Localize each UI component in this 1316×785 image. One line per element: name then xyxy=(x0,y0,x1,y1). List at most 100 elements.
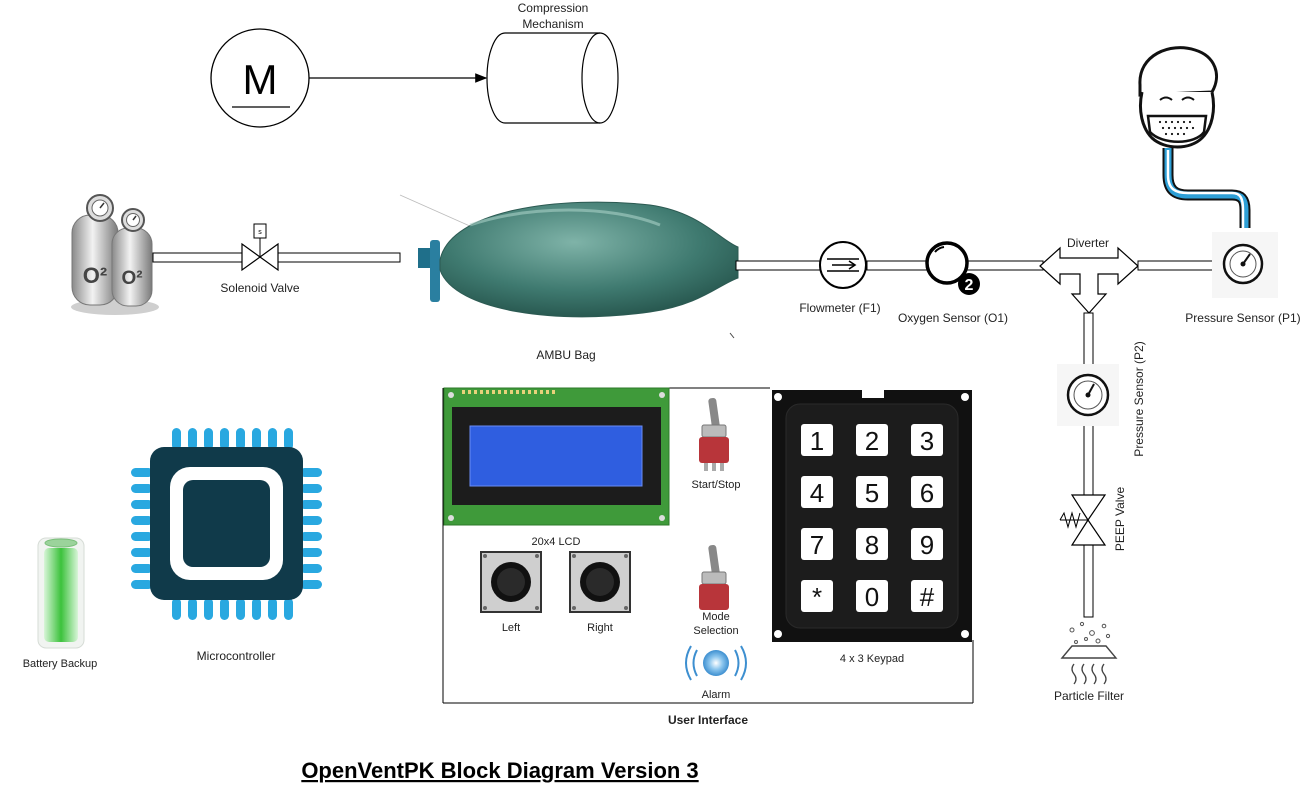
keypad-key[interactable]: 2 xyxy=(856,424,888,456)
keypad-key[interactable]: 5 xyxy=(856,476,888,508)
mode-selection-switch[interactable] xyxy=(699,544,729,610)
pipe-p2-peep xyxy=(1083,413,1094,497)
mcu-pin xyxy=(204,598,213,620)
patient-mask-icon xyxy=(1138,46,1251,228)
mcu-pin xyxy=(300,548,322,557)
keypad-key[interactable]: 3 xyxy=(911,424,943,456)
keypad-key-label: 9 xyxy=(920,530,934,560)
mcu-pin xyxy=(131,580,153,589)
keypad-key[interactable]: 8 xyxy=(856,528,888,560)
lcd-pin xyxy=(462,390,465,394)
mcu-pin xyxy=(300,484,322,493)
mcu-pin xyxy=(284,598,293,620)
mcu-pin xyxy=(300,580,322,589)
oxygen-cylinders-icon: O² O² xyxy=(71,194,159,315)
keypad-key[interactable]: * xyxy=(801,580,833,612)
lcd-pin xyxy=(546,390,549,394)
pipe-oxygen-diverter xyxy=(964,260,1044,271)
mcu-pin xyxy=(131,564,153,573)
motor-symbol: M xyxy=(243,56,278,103)
mcu-pin xyxy=(252,428,261,450)
mcu-pin xyxy=(188,598,197,620)
right-label: Right xyxy=(587,622,613,634)
battery-icon xyxy=(37,537,85,649)
mcu-pin xyxy=(252,598,261,620)
keypad-key[interactable]: 4 xyxy=(801,476,833,508)
pipe-diverter-p1 xyxy=(1137,260,1224,271)
lcd-pin xyxy=(504,390,507,394)
pressure-p1-label: Pressure Sensor (P1) xyxy=(1185,311,1300,325)
compression-mechanism xyxy=(486,32,619,124)
pipe-oxygen-solenoid xyxy=(152,252,244,263)
cylinder-label-left: O² xyxy=(83,263,107,288)
diverter-icon xyxy=(1039,246,1139,314)
keypad-key-label: 0 xyxy=(865,582,879,612)
right-button[interactable] xyxy=(569,551,631,613)
mcu-pin xyxy=(236,428,245,450)
lcd-pin xyxy=(510,390,513,394)
keypad-key-label: 1 xyxy=(810,426,824,456)
mcu-pin xyxy=(284,428,293,450)
pipe-solenoid-ambu xyxy=(277,252,401,263)
mode-label-line2: Selection xyxy=(693,625,738,637)
diagram-title: OpenVentPK Block Diagram Version 3 xyxy=(301,758,698,783)
lcd-pin xyxy=(486,390,489,394)
mode-label-line1: Mode xyxy=(702,611,730,623)
alarm-label: Alarm xyxy=(702,689,731,701)
cylinder-label-right: O² xyxy=(121,268,142,289)
pipe-diverter-p2 xyxy=(1083,312,1094,369)
microcontroller-icon xyxy=(131,428,322,620)
mcu-pin xyxy=(268,428,277,450)
keypad-key[interactable]: # xyxy=(911,580,943,612)
mcu-pin xyxy=(204,428,213,450)
mcu-pin xyxy=(220,428,229,450)
solenoid-label: Solenoid Valve xyxy=(220,281,299,295)
particle-filter-icon xyxy=(1060,621,1118,685)
mcu-pin xyxy=(172,598,181,620)
keypad-key[interactable]: 7 xyxy=(801,528,833,560)
keypad-key[interactable]: 9 xyxy=(911,528,943,560)
flowmeter-label: Flowmeter (F1) xyxy=(799,301,880,315)
oxygen-sensor-label: Oxygen Sensor (O1) xyxy=(898,311,1008,325)
keypad-key[interactable]: 1 xyxy=(801,424,833,456)
alarm-icon xyxy=(685,645,747,681)
ui-label: User Interface xyxy=(668,713,748,727)
solenoid-tag: s xyxy=(258,229,262,236)
lcd-pin xyxy=(492,390,495,394)
mcu-pin xyxy=(188,428,197,450)
mcu-pin xyxy=(131,484,153,493)
motor: M xyxy=(210,28,310,128)
mcu-pin xyxy=(220,598,229,620)
left-label: Left xyxy=(502,622,520,634)
lcd-pin xyxy=(480,390,483,394)
keypad-key-label: 3 xyxy=(920,426,934,456)
flowmeter-icon xyxy=(819,241,867,289)
keypad-key-label: 6 xyxy=(920,478,934,508)
pressure-sensor-p2-icon xyxy=(1057,364,1119,426)
start-stop-switch[interactable] xyxy=(699,397,729,471)
lcd-display xyxy=(443,387,670,526)
mcu-pin xyxy=(131,532,153,541)
lcd-label: 20x4 LCD xyxy=(532,536,581,548)
keypad-key-label: 8 xyxy=(865,530,879,560)
left-button[interactable] xyxy=(480,551,542,613)
start-stop-label: Start/Stop xyxy=(692,479,741,491)
lcd-pin xyxy=(468,390,471,394)
keypad-key-label: * xyxy=(812,582,822,612)
mcu-pin xyxy=(131,468,153,477)
pipe-ambu-flowmeter xyxy=(735,260,821,271)
keypad: 1 2 3 4 5 6 7 8 9 * 0 # xyxy=(772,390,972,642)
ambu-bag-icon xyxy=(399,194,739,339)
mcu-pin xyxy=(300,516,322,525)
lcd-pin xyxy=(522,390,525,394)
keypad-key-label: 5 xyxy=(865,478,879,508)
keypad-key[interactable]: 6 xyxy=(911,476,943,508)
mcu-pin xyxy=(268,598,277,620)
keypad-key[interactable]: 0 xyxy=(856,580,888,612)
compression-label-line1: Compression xyxy=(518,1,589,15)
filter-label: Particle Filter xyxy=(1054,689,1124,703)
mcu-pin xyxy=(300,532,322,541)
peep-valve-icon xyxy=(1059,494,1107,546)
peep-label: PEEP Valve xyxy=(1113,487,1127,552)
ambu-label: AMBU Bag xyxy=(536,348,595,362)
